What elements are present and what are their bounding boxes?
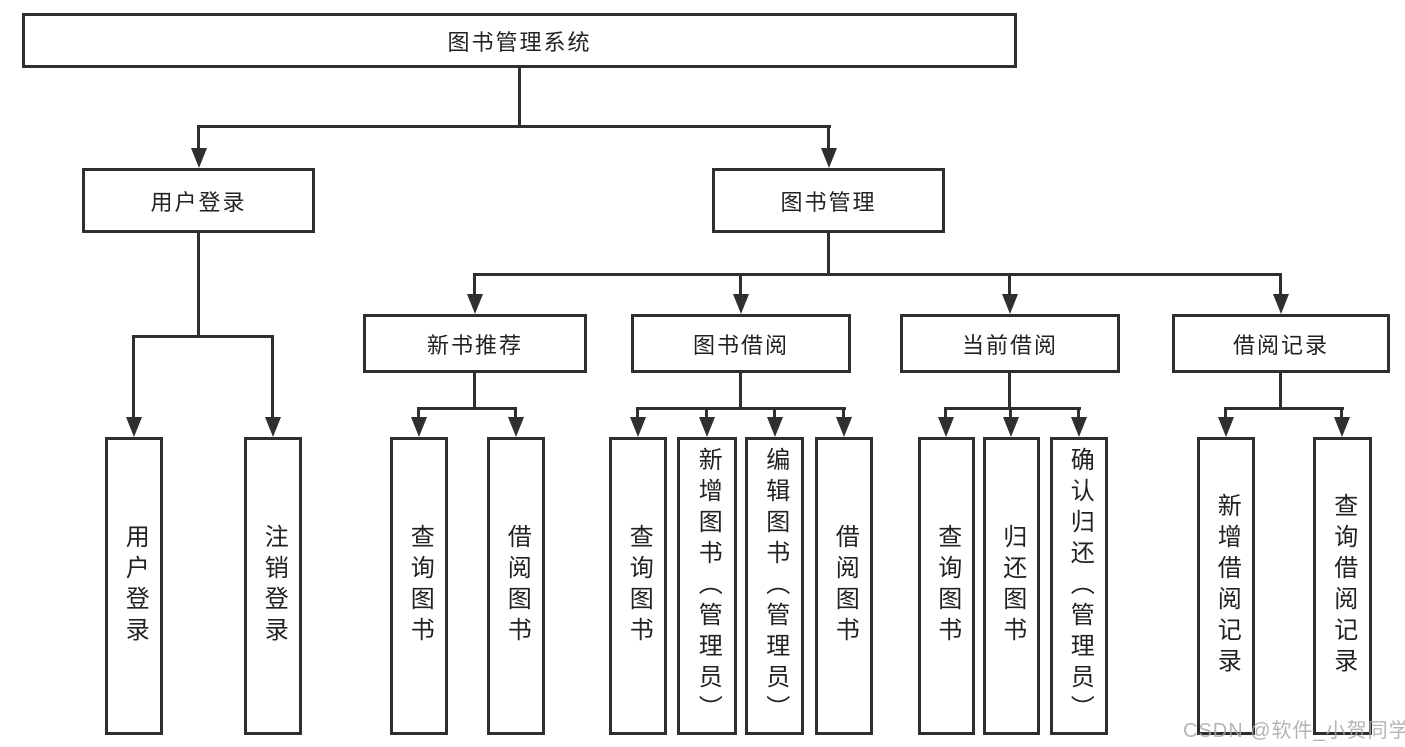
node-user-login: 用户登录: [82, 168, 315, 233]
csdn-watermark: CSDN @软件_小贺同学: [1183, 720, 1405, 742]
node-book-borrow: 图书借阅: [631, 314, 851, 373]
node-root: 图书管理系统: [22, 13, 1017, 68]
arrowhead-down-icon: [1002, 294, 1018, 314]
connector-drop-leaf: [1340, 407, 1343, 419]
node-borrow-record-label: 借阅记录: [1232, 332, 1329, 358]
connector-book-borrow-branch: [636, 407, 846, 410]
arrowhead-down-icon: [821, 148, 837, 168]
arrowhead-down-icon: [508, 417, 524, 437]
connector-drop-leaf: [271, 335, 274, 419]
connector-drop-level2: [1279, 273, 1282, 296]
connector-root-stem: [518, 68, 521, 125]
connector-drop-leaf: [1009, 407, 1012, 419]
connector-user-login-branch: [132, 335, 274, 338]
arrowhead-down-icon: [191, 148, 207, 168]
node-leaf-query-books-current-label: 查询图书: [933, 524, 961, 648]
node-leaf-edit-books-admin: 编辑图书（管理员）: [745, 437, 804, 735]
node-current-borrow: 当前借阅: [900, 314, 1120, 373]
connector-drop-leaf: [514, 407, 517, 419]
connector-drop-leaf: [417, 407, 420, 419]
connector-drop-leaf: [773, 407, 776, 419]
node-leaf-query-borrow-record: 查询借阅记录: [1313, 437, 1372, 735]
node-leaf-query-books-borrow-label: 查询图书: [625, 524, 653, 648]
connector-new-book-stem: [473, 373, 476, 409]
node-book-borrow-label: 图书借阅: [692, 332, 789, 358]
connector-drop-user-login: [197, 125, 200, 150]
connector-drop-leaf: [132, 335, 135, 419]
node-leaf-query-borrow-record-label: 查询借阅记录: [1329, 493, 1357, 679]
node-leaf-query-books-current: 查询图书: [918, 437, 975, 735]
node-leaf-user-login: 用户登录: [105, 437, 163, 735]
node-leaf-logout-login: 注销登录: [244, 437, 302, 735]
node-borrow-record: 借阅记录: [1172, 314, 1390, 373]
node-leaf-confirm-return-admin-label: 确认归还（管理员）: [1066, 446, 1094, 726]
connector-level1-branch: [197, 125, 831, 128]
node-leaf-borrow-books-borrow-label: 借阅图书: [831, 524, 859, 648]
node-leaf-add-books-admin-label: 新增图书（管理员）: [694, 446, 722, 726]
arrowhead-down-icon: [1334, 417, 1350, 437]
node-leaf-return-books-label: 归还图书: [998, 524, 1026, 648]
node-leaf-edit-books-admin-label: 编辑图书（管理员）: [761, 446, 789, 726]
arrowhead-down-icon: [836, 417, 852, 437]
node-leaf-user-login-label: 用户登录: [121, 524, 149, 648]
arrowhead-down-icon: [1273, 294, 1289, 314]
connector-drop-leaf: [944, 407, 947, 419]
connector-new-book-branch: [417, 407, 517, 410]
arrowhead-down-icon: [467, 294, 483, 314]
connector-borrow-record-stem: [1279, 373, 1282, 409]
arrowhead-down-icon: [126, 417, 142, 437]
connector-current-borrow-branch: [944, 407, 1081, 410]
connector-drop-leaf: [842, 407, 845, 419]
connector-drop-level2: [1008, 273, 1011, 296]
node-leaf-add-books-admin: 新增图书（管理员）: [677, 437, 737, 735]
connector-level2-branch: [473, 273, 1282, 276]
node-book-management: 图书管理: [712, 168, 945, 233]
arrowhead-down-icon: [1003, 417, 1019, 437]
node-leaf-confirm-return-admin: 确认归还（管理员）: [1050, 437, 1108, 735]
node-root-label: 图书管理系统: [447, 29, 592, 55]
arrowhead-down-icon: [411, 417, 427, 437]
connector-drop-leaf: [1224, 407, 1227, 419]
node-leaf-logout-login-label: 注销登录: [260, 524, 288, 648]
node-leaf-borrow-books-recommend-label: 借阅图书: [503, 524, 531, 648]
connector-drop-leaf: [1077, 407, 1080, 419]
node-new-book-recommend-label: 新书推荐: [426, 332, 523, 358]
connector-book-management-stem: [827, 233, 830, 275]
arrowhead-down-icon: [1071, 417, 1087, 437]
arrowhead-down-icon: [733, 294, 749, 314]
connector-user-login-stem: [197, 233, 200, 337]
connector-drop-leaf: [705, 407, 708, 419]
node-leaf-return-books: 归还图书: [983, 437, 1040, 735]
connector-book-borrow-stem: [739, 373, 742, 409]
node-leaf-add-borrow-record: 新增借阅记录: [1197, 437, 1255, 735]
arrowhead-down-icon: [265, 417, 281, 437]
node-leaf-query-books-borrow: 查询图书: [609, 437, 667, 735]
arrowhead-down-icon: [630, 417, 646, 437]
node-book-management-label: 图书管理: [780, 189, 877, 215]
connector-drop-leaf: [636, 407, 639, 419]
connector-drop-level2: [739, 273, 742, 296]
node-leaf-query-books-recommend-label: 查询图书: [406, 524, 434, 648]
connector-drop-level2: [473, 273, 476, 296]
arrowhead-down-icon: [1218, 417, 1234, 437]
connector-drop-book-management: [827, 125, 830, 150]
node-new-book-recommend: 新书推荐: [363, 314, 587, 373]
node-current-borrow-label: 当前借阅: [961, 332, 1058, 358]
node-leaf-borrow-books-borrow: 借阅图书: [815, 437, 873, 735]
arrowhead-down-icon: [767, 417, 783, 437]
connector-current-borrow-stem: [1008, 373, 1011, 409]
node-leaf-borrow-books-recommend: 借阅图书: [487, 437, 545, 735]
connector-borrow-record-branch: [1224, 407, 1344, 410]
node-leaf-query-books-recommend: 查询图书: [390, 437, 448, 735]
node-leaf-add-borrow-record-label: 新增借阅记录: [1213, 493, 1241, 679]
arrowhead-down-icon: [699, 417, 715, 437]
arrowhead-down-icon: [938, 417, 954, 437]
node-user-login-label: 用户登录: [150, 189, 247, 215]
